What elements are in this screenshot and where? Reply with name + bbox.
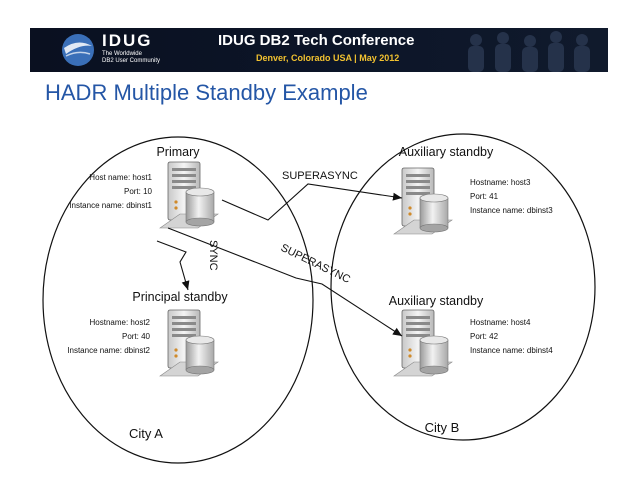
principal-standby-port: Port: 40 [122,332,151,341]
conference-banner: IDUG The Worldwide DB2 User Community ID… [30,28,608,72]
primary-title: Primary [156,145,200,159]
superasync-label-2: SUPERASYNC [279,242,352,286]
principal-standby-instance: Instance name: dbinst2 [67,346,150,355]
city-a-region [42,136,314,464]
superasync-label-1: SUPERASYNC [282,170,358,182]
brand-name: IDUG [102,31,153,50]
superasync-link-1 [221,183,403,221]
principal-standby-host: Hostname: host2 [90,318,151,327]
primary-instance: Instance name: dbinst1 [69,201,152,210]
aux-standby-2-instance: Instance name: dbinst4 [470,346,553,355]
aux-standby-1-host: Hostname: host3 [470,178,531,187]
brand-tagline: The Worldwide DB2 User Community [102,51,162,65]
brand-tagline-line2: DB2 User Community [102,58,161,64]
sync-label: SYNC [207,240,219,271]
conference-title: IDUG DB2 Tech Conference [218,32,415,49]
aux-standby-1-port: Port: 41 [470,192,499,201]
conference-subtitle: Denver, Colorado USA | May 2012 [256,53,400,63]
principal-standby-title: Principal standby [132,290,228,304]
primary-host: Host name: host1 [89,173,152,182]
city-a-label: City A [129,426,163,441]
aux-standby-2-port: Port: 42 [470,332,499,341]
idug-globe-icon [62,34,94,66]
server-primary [159,161,219,229]
city-b-region [330,133,596,441]
primary-port: Port: 10 [124,187,153,196]
aux-standby-2-host: Hostname: host4 [470,318,531,327]
server-principal-standby [159,309,219,377]
crowd-silhouette-image [468,31,590,72]
server-aux-standby-1 [393,167,453,235]
aux-standby-2-title: Auxiliary standby [389,294,484,308]
aux-standby-1-instance: Instance name: dbinst3 [470,206,553,215]
aux-standby-1-title: Auxiliary standby [399,145,494,159]
superasync-link-2 [167,227,403,337]
brand-tagline-line1: The Worldwide [102,51,142,57]
city-b-label: City B [425,420,460,435]
server-aux-standby-2 [393,309,453,377]
sync-link [156,240,190,291]
page-title: HADR Multiple Standby Example [45,80,368,105]
